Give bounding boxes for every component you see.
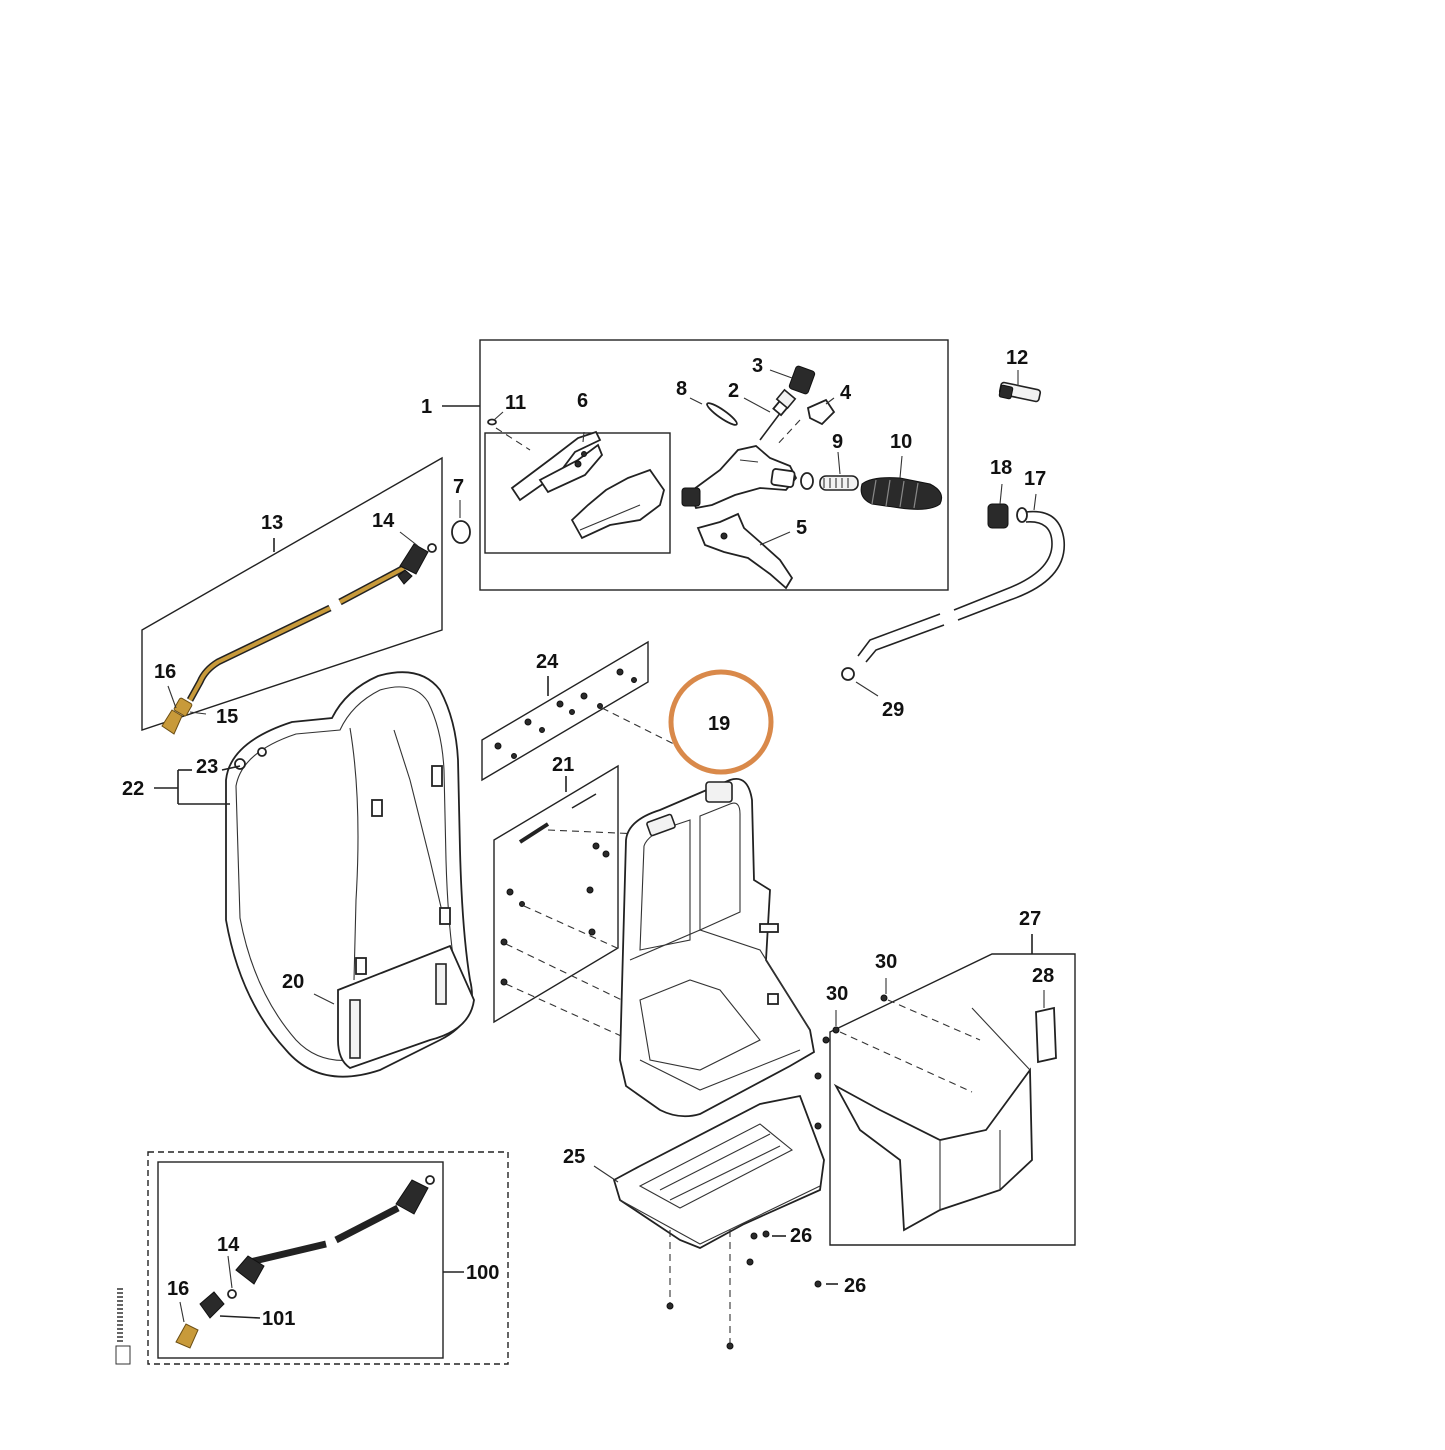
part-10-grip: [860, 455, 943, 510]
callout-16-kit: 16: [167, 1278, 189, 1300]
group-1-handle-assembly: [442, 339, 949, 591]
part-16-nozzle: [161, 685, 207, 735]
highlight-19: [668, 669, 774, 775]
callout-10: 10: [890, 431, 912, 453]
part-handle-body: [681, 445, 798, 510]
callout-28: 28: [1032, 965, 1054, 987]
callout-16: 16: [154, 661, 176, 683]
callout-4: 4: [840, 382, 852, 404]
part-5-trigger: [696, 512, 794, 590]
part-3-valve-cap: [769, 365, 816, 395]
part-28-label: [1035, 990, 1057, 1064]
callout-19: 19: [708, 713, 730, 735]
part-4-clip: [775, 397, 836, 447]
callout-18: 18: [990, 457, 1012, 479]
callout-labels: 1 2 3 4 5 6 7 8 9 10 11 12 13 14 15 16 1…: [122, 347, 1054, 1330]
callout-12: 12: [1006, 347, 1028, 369]
part-11: [487, 411, 531, 451]
highlight-circle: [668, 669, 774, 775]
group-21-fasteners: [493, 764, 641, 1041]
callout-29: 29: [882, 699, 904, 721]
callout-11: 11: [505, 392, 526, 414]
image-code: [115, 1288, 131, 1365]
part-16b-nozzle: [175, 1301, 199, 1349]
callout-9: 9: [832, 431, 843, 453]
callout-27: 27: [1019, 908, 1041, 930]
callout-101: 101: [262, 1308, 295, 1330]
callout-21: 21: [552, 754, 574, 776]
callout-14-kit: 14: [217, 1234, 240, 1256]
group-27-cover: [814, 934, 1076, 1246]
group-100-frame: [157, 1161, 444, 1359]
callout-100: 100: [466, 1262, 499, 1284]
callout-25: 25: [563, 1146, 585, 1168]
part-29-clamp: [841, 667, 879, 697]
callout-26-lower: 26: [844, 1275, 866, 1297]
group-100-dashed-frame: [147, 1151, 509, 1365]
part-6-handle-shell: [510, 430, 665, 540]
callout-14: 14: [372, 510, 395, 532]
callout-15: 15: [216, 706, 238, 728]
callout-30: 30: [875, 951, 897, 973]
part-2-valve-stem: [743, 388, 797, 441]
callout-2: 2: [728, 380, 739, 402]
callout-8: 8: [676, 378, 687, 400]
part-25-base-tray: [593, 1094, 838, 1350]
callout-17: 17: [1024, 468, 1046, 490]
part-17-hose: [857, 493, 1065, 663]
callout-7: 7: [453, 476, 464, 498]
callout-20: 20: [282, 971, 304, 993]
callout-3: 3: [752, 355, 763, 377]
group-100-lance-kit: [147, 1151, 509, 1365]
callout-23: 23: [196, 756, 218, 778]
part-8-o-ring: [689, 397, 738, 426]
part-19-frame: [619, 740, 815, 1118]
callout-6: 6: [577, 390, 588, 412]
part-20-harness: [225, 671, 475, 1078]
callout-bracket-22: [154, 765, 241, 805]
group-6-frame: [484, 432, 671, 554]
group-13-lance: [141, 456, 443, 735]
callout-24: 24: [536, 651, 559, 673]
group-1-frame: [479, 339, 949, 591]
part-7-ring: [451, 500, 471, 544]
part-13-lance-tube: [186, 564, 406, 702]
part-12-fitting: [998, 370, 1042, 403]
callout-30-lower: 30: [826, 983, 848, 1005]
part-14-nut: [397, 531, 437, 585]
part-100-lance: [227, 1175, 435, 1299]
part-18-nut: [987, 483, 1009, 529]
callout-1: 1: [421, 396, 432, 418]
callout-26: 26: [790, 1225, 812, 1247]
callout-5: 5: [796, 517, 807, 539]
callout-13: 13: [261, 512, 283, 534]
part-9-filter: [800, 451, 859, 491]
part-101-elbow: [199, 1291, 261, 1319]
callout-22: 22: [122, 778, 144, 800]
